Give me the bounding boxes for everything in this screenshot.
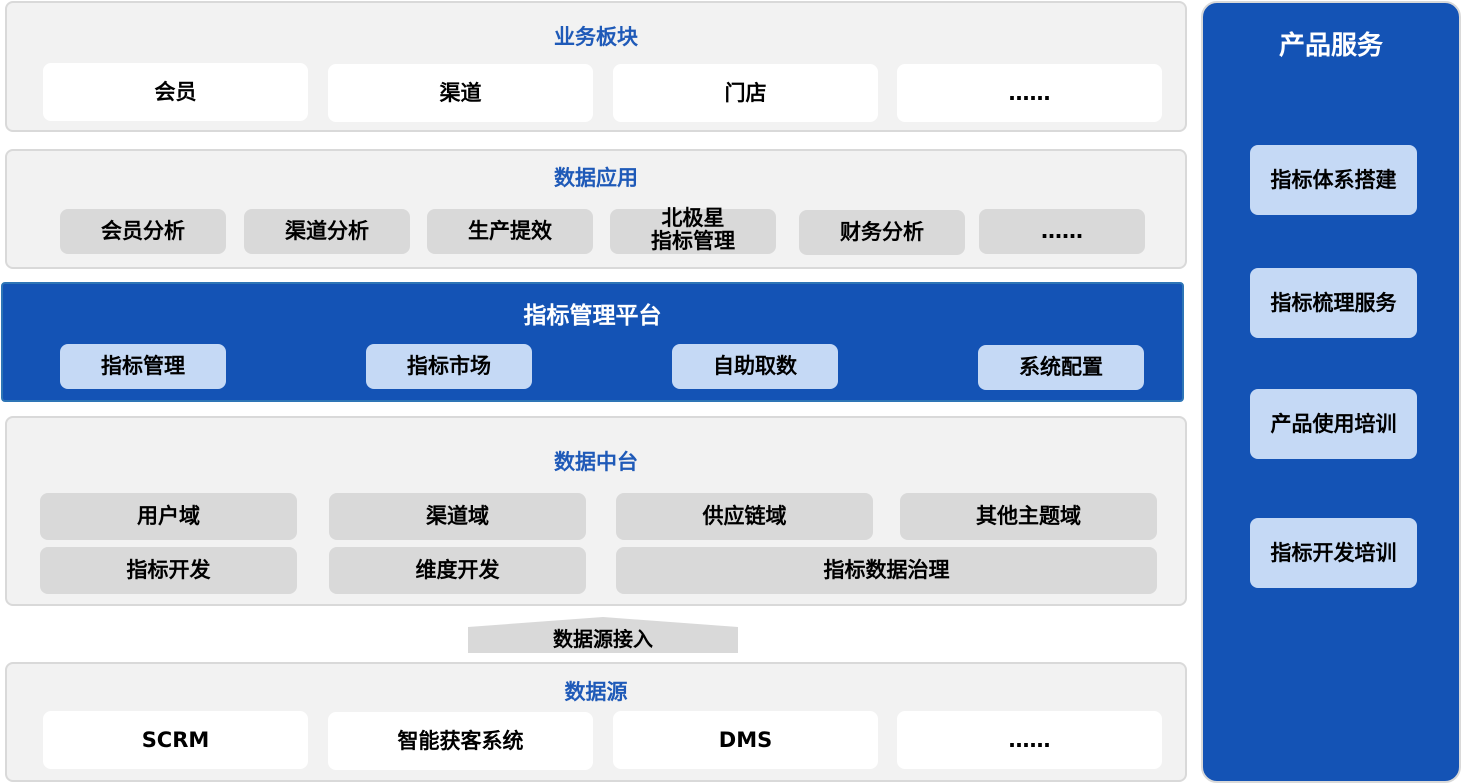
service-metric-dev-training[interactable]: 指标开发培训 (1250, 518, 1417, 588)
metrics-platform-title: 指标管理平台 (523, 303, 662, 329)
app-member-analysis[interactable]: 会员分析 (60, 209, 226, 254)
metrics-platform-panel: 指标管理平台 指标管理 指标市场 自助取数 系统配置 (1, 282, 1184, 402)
app-channel-analysis[interactable]: 渠道分析 (244, 209, 410, 254)
app-production-efficiency[interactable]: 生产提效 (427, 209, 593, 254)
business-item-channel[interactable]: 渠道 (328, 64, 593, 122)
business-item-store[interactable]: 门店 (613, 64, 878, 122)
platform-self-service-query[interactable]: 自助取数 (672, 344, 838, 389)
data-middle-platform-panel: 数据中台 用户域 渠道域 供应链域 其他主题域 指标开发 维度开发 指标数据治理 (5, 416, 1187, 606)
app-finance-analysis[interactable]: 财务分析 (799, 210, 965, 255)
dimension-development[interactable]: 维度开发 (329, 547, 586, 594)
domain-user[interactable]: 用户域 (40, 493, 297, 540)
data-apps-title: 数据应用 (554, 166, 638, 190)
platform-system-config[interactable]: 系统配置 (978, 345, 1144, 390)
domain-supply-chain[interactable]: 供应链域 (616, 493, 873, 540)
business-item-member[interactable]: 会员 (43, 63, 308, 121)
service-metric-system-building[interactable]: 指标体系搭建 (1250, 145, 1417, 215)
business-item-more[interactable]: …… (897, 64, 1162, 122)
metric-data-governance[interactable]: 指标数据治理 (616, 547, 1157, 594)
source-smart-acquisition[interactable]: 智能获客系统 (328, 712, 593, 770)
app-more[interactable]: …… (979, 209, 1145, 254)
business-title: 业务板块 (554, 25, 638, 49)
source-scrm[interactable]: SCRM (43, 711, 308, 769)
ingest-label: 数据源接入 (553, 627, 653, 651)
metric-development[interactable]: 指标开发 (40, 547, 297, 594)
platform-metric-management[interactable]: 指标管理 (60, 344, 226, 389)
product-services-title: 产品服务 (1278, 31, 1383, 61)
platform-metric-market[interactable]: 指标市场 (366, 344, 532, 389)
product-services-panel: 产品服务 指标体系搭建 指标梳理服务 产品使用培训 指标开发培训 (1201, 1, 1461, 783)
data-sources-panel: 数据源 SCRM 智能获客系统 DMS …… (5, 662, 1187, 782)
source-dms[interactable]: DMS (613, 711, 878, 769)
service-metric-sorting[interactable]: 指标梳理服务 (1250, 268, 1417, 338)
business-panel: 业务板块 会员 渠道 门店 …… (5, 1, 1187, 132)
source-more[interactable]: …… (897, 711, 1162, 769)
domain-other-topics[interactable]: 其他主题域 (900, 493, 1157, 540)
data-sources-title: 数据源 (564, 680, 628, 704)
north-star-line2: 指标管理 (651, 228, 735, 253)
data-apps-panel: 数据应用 会员分析 渠道分析 生产提效 北极星 指标管理 财务分析 …… (5, 149, 1187, 269)
north-star-line1: 北极星 (661, 206, 725, 231)
service-product-training[interactable]: 产品使用培训 (1250, 389, 1417, 459)
app-north-star-metrics[interactable]: 北极星 指标管理 (610, 206, 776, 254)
data-middle-platform-title: 数据中台 (554, 450, 638, 474)
ingest-arrow-icon (468, 617, 738, 653)
domain-channel[interactable]: 渠道域 (329, 493, 586, 540)
